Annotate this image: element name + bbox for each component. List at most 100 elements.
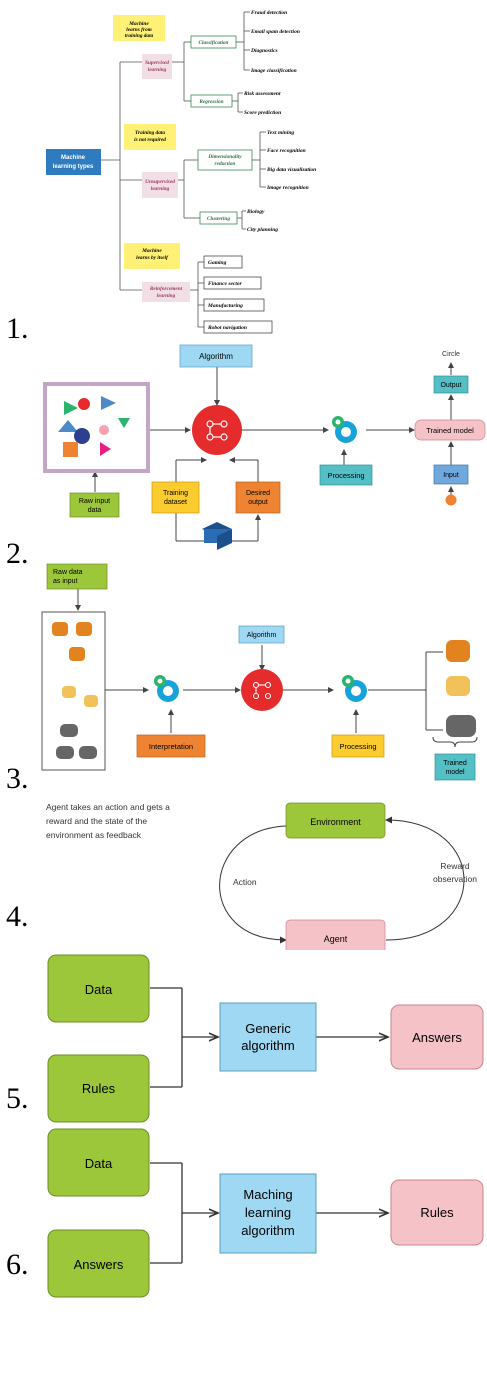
unsupervised-flow-diagram: Raw data as input Interpretation Algorit… <box>41 563 478 781</box>
cat-orange-icons <box>52 622 92 661</box>
processing-label: Processing <box>327 471 364 480</box>
diagram-number-4: 4. <box>6 900 29 933</box>
neural-network-icon-3 <box>241 669 283 711</box>
gear-icon-1 <box>154 675 179 702</box>
processing-box-3 <box>331 734 385 758</box>
caption-l2: reward and the state of the <box>46 816 147 826</box>
dim-item-2: Big data visualization <box>266 167 316 173</box>
diagram-number-5: 5. <box>6 1082 29 1115</box>
root-node <box>46 149 101 175</box>
raw-input-frame <box>43 382 150 473</box>
network-glyph <box>206 420 228 441</box>
reinforcement-note-l2: learns by itself <box>136 255 169 261</box>
interpretation-box <box>136 734 206 758</box>
regression-node <box>190 94 233 108</box>
shapes-image <box>58 396 130 457</box>
input-circle <box>445 494 457 506</box>
environment-label: Environment <box>310 817 361 827</box>
output-label: Output <box>440 382 461 389</box>
rl-item-3: Robot navigation <box>207 325 247 331</box>
answers-label: Answers <box>412 1030 462 1045</box>
supervised-note-l1: Machine <box>128 21 149 27</box>
ml-l3: algorithm <box>241 1223 294 1238</box>
ml-algorithm-box <box>219 1173 317 1254</box>
rl-item-box-1 <box>203 276 262 290</box>
unsupervised-l1: Unsupervised <box>145 179 175 185</box>
supervised-node <box>142 54 172 79</box>
trained3-l2: model <box>445 769 465 776</box>
unsupervised-node <box>142 172 178 198</box>
trained-model-label: Trained model <box>426 426 474 435</box>
data-box <box>47 954 150 1023</box>
reg-item-0: Risk assessment <box>243 91 281 97</box>
rules-box-6 <box>390 1179 484 1246</box>
diagram-number-3: 3. <box>6 762 29 795</box>
raw-data-l1: Raw data <box>53 569 83 576</box>
dimred-l2: reduction <box>215 161 236 167</box>
reg-item-1: Score prediction <box>244 110 281 116</box>
clustering-label: Clustering <box>207 216 230 222</box>
processing-box <box>319 464 373 486</box>
dim-item-0: Text mining <box>267 130 294 136</box>
data-label-6: Data <box>85 1156 113 1171</box>
root-label-line1: Machine <box>61 155 86 161</box>
action-label: Action <box>233 877 257 887</box>
rules-label-6: Rules <box>420 1205 454 1220</box>
class-item-2: Diagnostics <box>250 48 278 54</box>
data-box-6 <box>47 1128 150 1197</box>
reinforcement-note <box>124 243 180 269</box>
diagram-number-2: 2. <box>6 537 29 570</box>
answers-label-6: Answers <box>74 1257 124 1272</box>
network-glyph-3 <box>252 681 272 700</box>
raw-data-box <box>46 563 108 590</box>
ml-types-diagram: Machine learning types Machine learns fr… <box>46 10 316 334</box>
answers-box-6 <box>47 1229 150 1298</box>
output-cat-yellow-icon <box>446 676 470 696</box>
class-item-1: Email spam detection <box>250 29 300 35</box>
ml-l2: learning <box>245 1205 291 1220</box>
algorithm-box-3 <box>238 625 285 644</box>
desired-l1: Desired <box>246 490 270 497</box>
rl-item-box-3 <box>203 320 273 334</box>
clustering-node <box>199 211 238 225</box>
dim-item-1: Face recognition <box>267 148 306 154</box>
machine-learning-diagram: Data Answers Maching learning algorithm … <box>47 1128 484 1298</box>
unsupervised-note-l2: is not required <box>134 137 166 143</box>
desired-output-box <box>235 481 281 514</box>
supervised-flow-diagram: Algorithm Raw input data Training datase… <box>43 344 486 550</box>
supervised-note-l2: learns from <box>126 27 151 33</box>
class-item-3: Image classification <box>250 68 297 74</box>
classification-label: Classification <box>198 40 228 46</box>
reward-l1: Reward <box>440 861 470 871</box>
input-label: Input <box>443 472 459 479</box>
rules-box <box>47 1054 150 1123</box>
root-label-line2: learning types <box>53 164 94 170</box>
supervised-l1: Supervised <box>145 60 169 66</box>
rl-item-2: Manufacturing <box>207 303 243 309</box>
output-box <box>433 375 469 394</box>
algorithm-box <box>179 344 253 368</box>
rules-label: Rules <box>82 1081 116 1096</box>
processing-label-3: Processing <box>339 742 376 751</box>
supervised-note-l3: training data <box>125 33 154 39</box>
unsupervised-l2: learning <box>151 186 170 192</box>
dim-item-3: Image recognition <box>266 185 309 191</box>
output-cat-orange-icon <box>446 640 470 662</box>
generic-l1: Generic <box>245 1021 291 1036</box>
diagram-number-1: 1. <box>6 312 29 345</box>
raw-input-l2: data <box>88 507 102 514</box>
regression-label: Regression <box>199 99 223 105</box>
answers-box <box>390 1004 484 1070</box>
training-l1: Training <box>163 490 188 497</box>
dimred-l1: Dimensionality <box>207 154 242 160</box>
traditional-programming-diagram: Data Rules Generic algorithm Answers <box>47 954 484 1123</box>
supervised-note <box>113 15 165 41</box>
algorithm-label-3: Algorithm <box>247 632 277 639</box>
reinforcement-l2: learning <box>157 293 176 299</box>
rl-item-box-2 <box>203 298 265 312</box>
output-elephant-icon <box>446 715 476 737</box>
diagram-number-6: 6. <box>6 1248 29 1281</box>
interpretation-label: Interpretation <box>149 742 193 751</box>
clus-item-0: Biology <box>246 209 265 215</box>
rl-item-0: Gaming <box>208 260 227 266</box>
